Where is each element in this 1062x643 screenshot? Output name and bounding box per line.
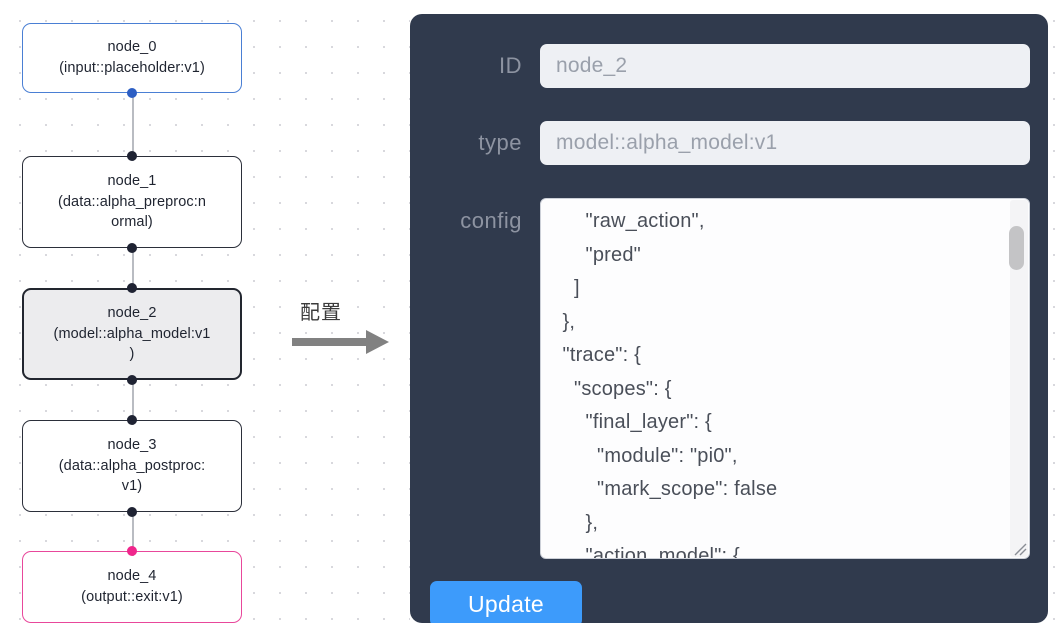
config-textarea[interactable]: "raw_action", "pred" ] }, "trace": { "sc…	[540, 198, 1030, 559]
graph-node-node_1[interactable]: node_1 (data::alpha_preproc:n ormal)	[22, 156, 242, 248]
graph-node-node_4[interactable]: node_4 (output::exit:v1)	[22, 551, 242, 623]
annotation-label: 配置	[300, 300, 342, 324]
config-textarea-wrapper: "raw_action", "pred" ] }, "trace": { "sc…	[540, 198, 1030, 559]
graph-node-node_2[interactable]: node_2 (model::alpha_model:v1 )	[22, 288, 242, 380]
field-row-type: type	[410, 121, 1048, 165]
field-label-id: ID	[499, 53, 522, 78]
update-button[interactable]: Update	[430, 581, 582, 623]
config-scrollbar-track[interactable]	[1009, 200, 1028, 557]
node-port-node_2-in[interactable]	[127, 283, 137, 293]
edge-node3-node4	[131, 512, 134, 556]
field-label-type: type	[478, 130, 522, 155]
node-port-node_1-in[interactable]	[127, 151, 137, 161]
id-input[interactable]	[540, 44, 1030, 88]
type-input[interactable]	[540, 121, 1030, 165]
graph-node-node_0[interactable]: node_0 (input::placeholder:v1)	[22, 23, 242, 93]
node-port-node_3-out[interactable]	[127, 507, 137, 517]
field-row-id: ID	[410, 44, 1048, 88]
node-port-node_2-out[interactable]	[127, 375, 137, 385]
config-scrollbar-thumb[interactable]	[1009, 226, 1024, 270]
resize-handle-icon[interactable]	[1011, 540, 1027, 556]
node-port-node_1-out[interactable]	[127, 243, 137, 253]
edge-node0-node1	[131, 93, 134, 161]
edge-node2-node3	[131, 380, 134, 425]
edge-node1-node2	[131, 248, 134, 293]
field-row-config: config "raw_action", "pred" ] }, "trace"…	[410, 198, 1048, 559]
graph-node-node_3[interactable]: node_3 (data::alpha_postproc: v1)	[22, 420, 242, 512]
node-port-node_3-in[interactable]	[127, 415, 137, 425]
node-config-panel: ID type config "raw_action", "pred" ] },…	[410, 14, 1048, 623]
node-port-node_0-out[interactable]	[127, 88, 137, 98]
annotation-group: 配置	[292, 296, 402, 366]
field-label-config: config	[460, 208, 522, 233]
right-arrow-icon	[292, 330, 389, 354]
node-port-node_4-in[interactable]	[127, 546, 137, 556]
